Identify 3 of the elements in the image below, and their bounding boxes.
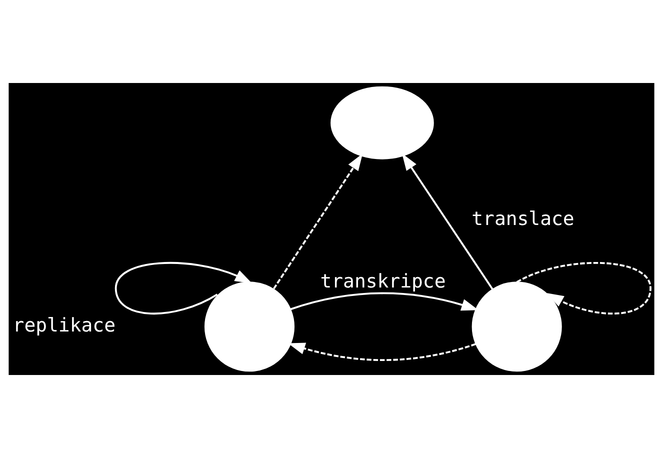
edge-label: replikace [12,314,116,336]
edge-label: translace [472,208,574,230]
edge-label: transkripce [320,270,446,293]
